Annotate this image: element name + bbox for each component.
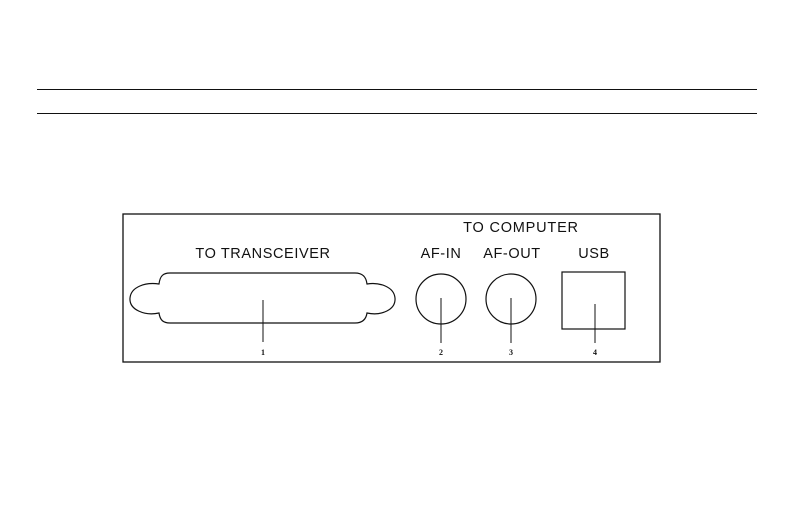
callout-number-4: 4 [593,348,597,357]
to-computer-label: TO COMPUTER [463,220,579,236]
usb-port [562,272,625,329]
callout-number-3: 3 [509,348,513,357]
panel-outline [123,214,660,362]
usb-label: USB [578,246,610,262]
to-transceiver-label: TO TRANSCEIVER [195,246,330,262]
callout-number-2: 2 [439,348,443,357]
af-out-label: AF-OUT [483,246,541,262]
af-in-label: AF-IN [421,246,462,262]
callout-number-1: 1 [261,348,265,357]
